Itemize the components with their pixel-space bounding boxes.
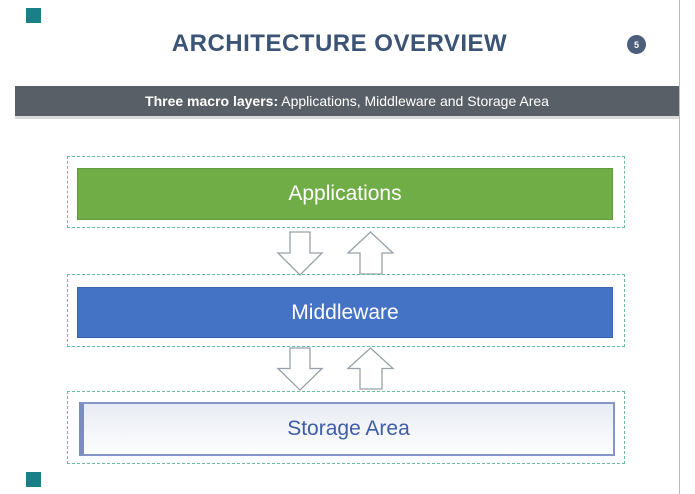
banner-rest-text: Applications, Middleware and Storage Are… [278, 93, 549, 109]
storage-dashed-container [67, 391, 625, 464]
banner-shadow [15, 116, 679, 119]
middleware-layer-box: Middleware [77, 287, 613, 338]
applications-dashed-container [67, 156, 625, 228]
corner-accent-icon [26, 8, 41, 23]
down-arrow-icon [276, 231, 324, 276]
corner-accent-icon [26, 472, 41, 487]
applications-layer-box: Applications [77, 168, 613, 220]
storage-label: Storage Area [287, 417, 410, 440]
middleware-dashed-container [67, 274, 625, 347]
page-title: ARCHITECTURE OVERVIEW [171, 30, 508, 57]
banner-lead-text: Three macro layers: [145, 93, 279, 109]
page-number-badge: 5 [627, 35, 646, 54]
subtitle-banner: Three macro layers: Applications, Middle… [15, 86, 679, 116]
applications-label: Applications [288, 182, 402, 205]
arrow-pair-middleware-storage [276, 347, 395, 391]
up-arrow-icon [346, 231, 395, 275]
slide-right-border [679, 0, 680, 494]
up-arrow-icon [346, 347, 395, 390]
page-number: 5 [633, 39, 639, 50]
down-arrow-icon [276, 347, 324, 391]
storage-layer-box: Storage Area [79, 402, 615, 456]
middleware-label: Middleware [291, 300, 399, 324]
arrow-pair-app-middleware [276, 231, 395, 276]
